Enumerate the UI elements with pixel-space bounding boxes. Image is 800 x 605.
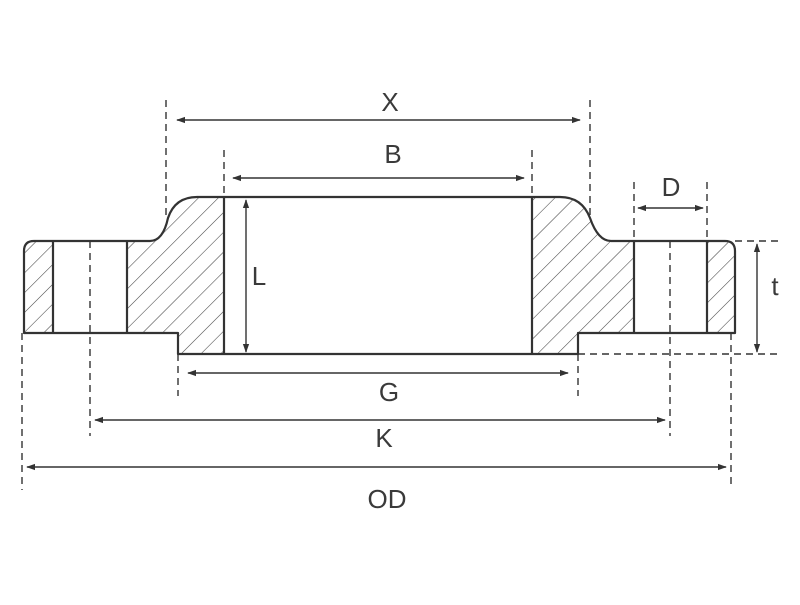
label-t: t	[771, 271, 779, 301]
hatch-left-hub	[127, 197, 224, 354]
hatch-right-rim	[707, 241, 735, 333]
label-b: B	[384, 139, 401, 169]
section-hatching	[24, 197, 735, 354]
extension-lines	[21, 100, 780, 490]
label-k: K	[375, 423, 393, 453]
label-l: L	[252, 261, 266, 291]
hatch-left-rim	[24, 241, 53, 333]
dimension-arrows	[26, 116, 761, 471]
dimension-labels: X B D L t G K OD	[252, 87, 780, 514]
label-d: D	[662, 172, 681, 202]
label-od: OD	[368, 484, 407, 514]
label-g: G	[379, 377, 399, 407]
label-x: X	[381, 87, 398, 117]
hatch-right-hub	[532, 197, 634, 354]
flange-outline	[22, 195, 737, 356]
